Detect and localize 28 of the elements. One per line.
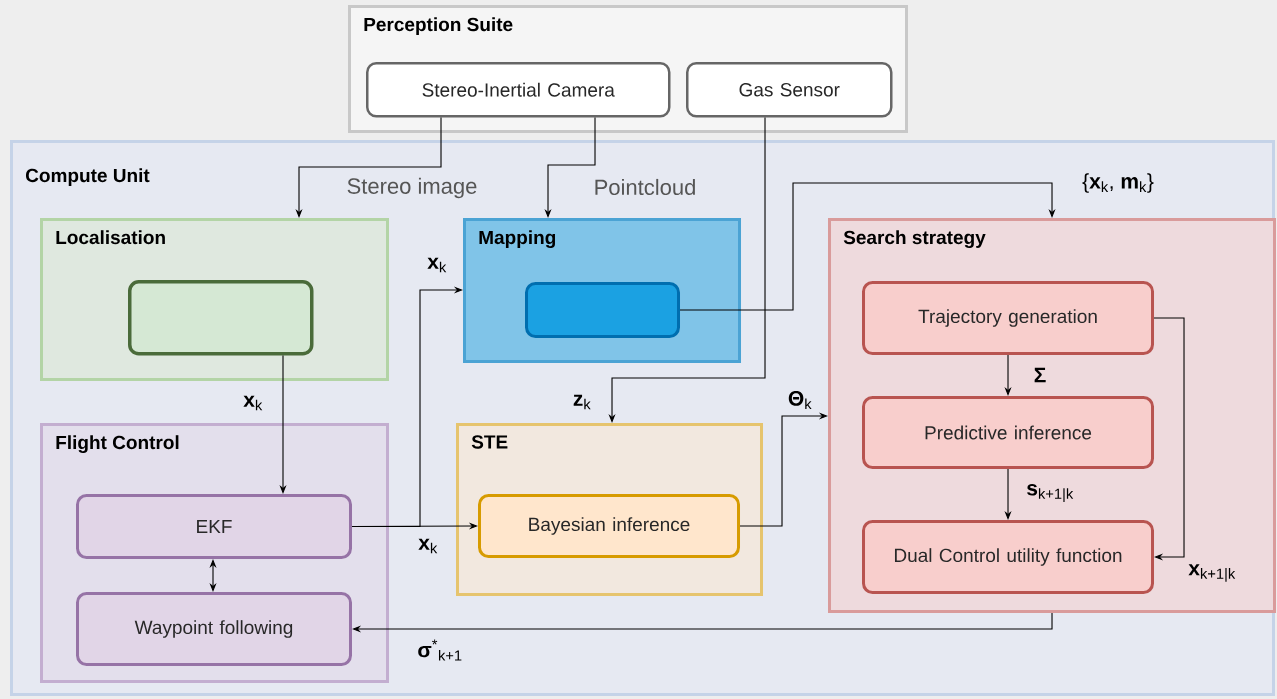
process-box: EKF [76, 494, 352, 559]
edge-label: {x$_{k}$, m$_{k}$} [1082, 173, 1154, 193]
arrow [739, 412, 828, 527]
edge-label: Σ [1034, 367, 1046, 383]
edge-label: Stereo image [347, 177, 477, 199]
process-box: Gas Sensor [686, 62, 893, 118]
edge-label: x$_{k}$ [418, 538, 438, 554]
edge-label: Θ$_{k}$ [788, 390, 812, 410]
process-box: Trajectory generation [862, 281, 1154, 355]
arrow [352, 612, 1053, 633]
edge-label: s$_{k+1|k}$ [1027, 484, 1074, 502]
process-box: Waypoint following [76, 592, 352, 666]
arrow [209, 559, 217, 592]
process-box: Bayesian inference [478, 494, 740, 558]
arrow [1153, 317, 1185, 561]
process-box [525, 282, 680, 338]
arrow [351, 286, 463, 528]
edge-label: x$_{k+1|k}$ [1188, 564, 1236, 582]
process-box: Stereo-Inertial Camera [366, 62, 671, 118]
process-box: Dual Control utility function [862, 520, 1154, 594]
edge-label: x$_{k}$ [243, 395, 263, 411]
arrow [679, 182, 1056, 311]
process-box [128, 280, 314, 356]
edge-label: σ$^{*}$k+1 [418, 639, 462, 661]
edge-label: x$_{k}$ [427, 257, 447, 273]
process-box: Predictive inference [862, 396, 1154, 469]
edge-label: Pointcloud [595, 178, 695, 196]
edge-label: z$_{k}$ [573, 394, 591, 410]
